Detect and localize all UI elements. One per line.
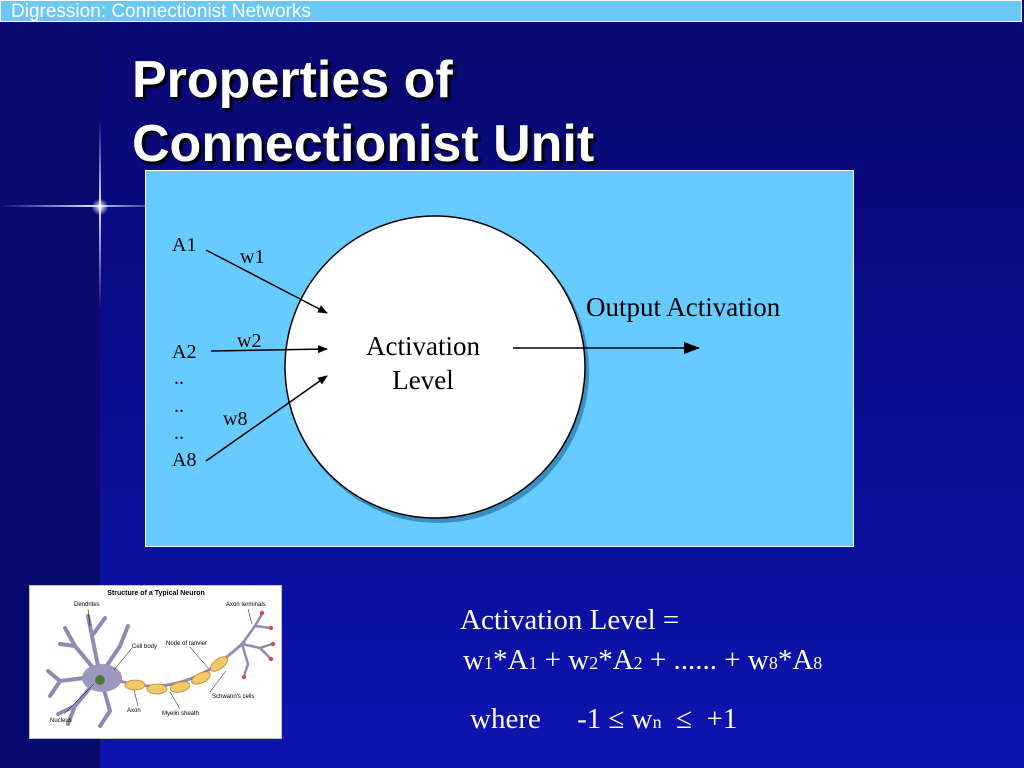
unit-label-line2: Level xyxy=(392,365,453,395)
label-nucleus: Nucleus xyxy=(50,718,72,724)
formula-constraint: where -1 ≤ wn ≤ +1 xyxy=(470,699,822,742)
sparkle-icon xyxy=(92,199,108,215)
input-ellipsis-3: .. xyxy=(174,422,184,444)
neuron-svg: Structure of a Typical Neuron xyxy=(46,590,276,728)
connectionist-unit-diagram: A1 A2 .. .. .. A8 w1 w2 w8 Activation Le… xyxy=(145,170,854,547)
formula-line1: Activation Level = xyxy=(460,604,680,636)
formula-dots: + ...... + w xyxy=(642,644,769,676)
weight-label-w2: w2 xyxy=(237,330,261,352)
nucleus-icon xyxy=(95,675,105,685)
input-ellipsis-1: .. xyxy=(174,367,184,389)
neuron-title: Structure of a Typical Neuron xyxy=(107,590,205,597)
weight-label-w8: w8 xyxy=(223,408,247,430)
sparkle-vertical xyxy=(99,120,101,310)
formula-bound-left: -1 ≤ w xyxy=(577,703,653,735)
output-label: Output Activation xyxy=(586,292,781,322)
formula-sub: 8 xyxy=(768,653,778,673)
label-node-of-ranvier: Node of ranvier xyxy=(166,641,207,647)
terminal-buttons-icon xyxy=(241,610,276,680)
formula-sub: 1 xyxy=(483,653,493,673)
formula-plus: + w xyxy=(537,644,590,676)
formula-sub: n xyxy=(652,712,662,732)
section-header-bar: Digression: Connectionist Networks xyxy=(0,0,1022,22)
formula-line2: w1*A1 + w2*A2 + ...... + w8*A8 xyxy=(463,640,822,683)
weight-label-w1: w1 xyxy=(240,246,264,268)
input-ellipsis-2: .. xyxy=(174,395,184,417)
formula-sub: 1 xyxy=(528,653,538,673)
neuron-illustration: Structure of a Typical Neuron xyxy=(29,585,282,739)
formula-sub: 8 xyxy=(813,653,823,673)
formula-a: *A xyxy=(777,644,814,676)
formula-w: w xyxy=(463,644,484,676)
formula-bound-right: ≤ +1 xyxy=(661,703,738,735)
formula-sub: 2 xyxy=(589,653,599,673)
activation-formula: Activation Level = w1*A1 + w2*A2 + .....… xyxy=(460,600,822,742)
input-label-a8: A8 xyxy=(172,449,196,471)
axon-icon xyxy=(119,639,247,695)
unit-label-line1: Activation xyxy=(366,331,480,361)
input-arrow-a8 xyxy=(205,375,328,462)
input-arrow-a2 xyxy=(210,345,328,354)
input-label-a2: A2 xyxy=(172,341,196,363)
label-cell-body: Cell body xyxy=(132,644,157,650)
label-schwann-cells: Schwann's cells xyxy=(212,694,255,700)
formula-sub: 2 xyxy=(633,653,643,673)
label-myelin-sheath: Myelin sheath xyxy=(162,711,199,717)
sparkle-horizontal xyxy=(0,205,150,207)
input-label-a1: A1 xyxy=(172,234,196,256)
label-dendrites: Dendrites xyxy=(74,602,100,608)
slide-title-line2: Connectionist Unit xyxy=(132,115,595,173)
label-axon-terminals: Axon terminals xyxy=(226,602,266,608)
formula-a: *A xyxy=(598,644,634,676)
slide-title-line1: Properties of xyxy=(132,51,453,109)
section-header-text: Digression: Connectionist Networks xyxy=(11,1,311,22)
label-axon: Axon xyxy=(127,708,141,714)
input-arrow-a1 xyxy=(205,249,328,314)
slide-title: Properties of Connectionist Unit xyxy=(132,48,594,176)
neuron-leader-lines xyxy=(63,608,253,715)
axon-terminals-icon xyxy=(240,612,274,678)
unit-circle xyxy=(284,215,586,519)
formula-where: where xyxy=(470,703,541,735)
diagram-svg: A1 A2 .. .. .. A8 w1 w2 w8 Activation Le… xyxy=(172,215,781,523)
formula-a: *A xyxy=(492,644,529,676)
